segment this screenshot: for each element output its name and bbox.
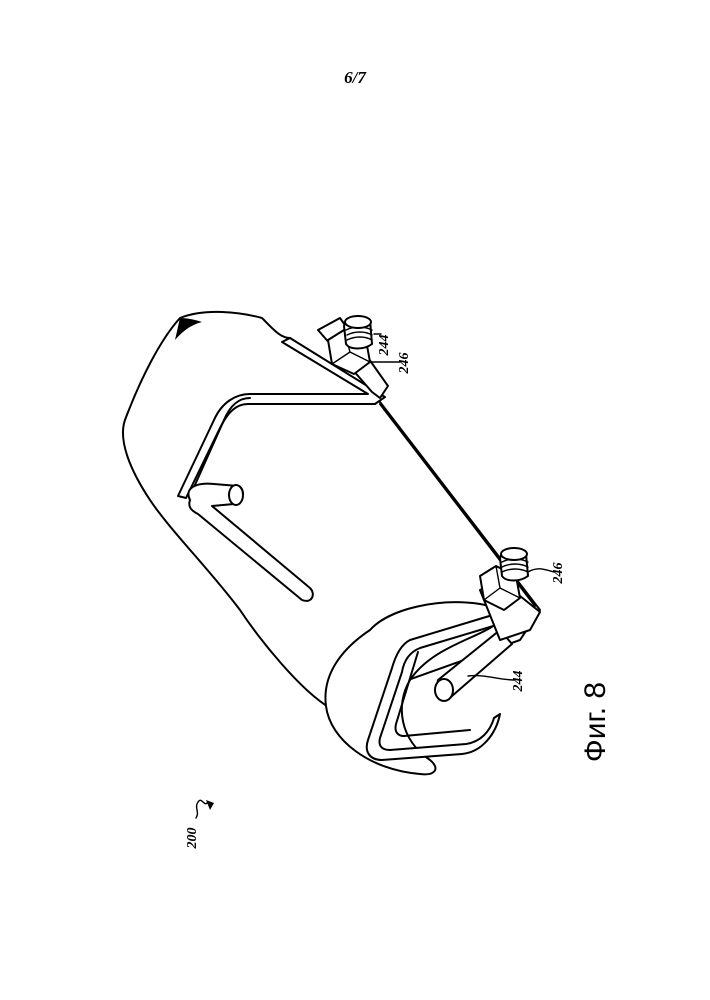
label-bolt-top: 244: [377, 335, 392, 357]
j-hook-end: [229, 485, 243, 505]
bottom-bolt: [500, 548, 528, 581]
top-bolt: [344, 316, 372, 349]
label-nut-top: 246: [397, 353, 412, 375]
label-nut-bottom: 246: [551, 563, 566, 585]
bottom-bolt-end: [435, 679, 453, 701]
figure-caption: Фиг. 8: [579, 682, 612, 762]
clamp-assembly-drawing: [123, 312, 540, 774]
leader-bolt-bottom: [468, 676, 514, 680]
assembly-ref-arrowhead-icon: [206, 800, 214, 810]
label-bolt-bottom: 244: [511, 671, 526, 693]
label-assembly-ref: 200: [185, 828, 200, 850]
